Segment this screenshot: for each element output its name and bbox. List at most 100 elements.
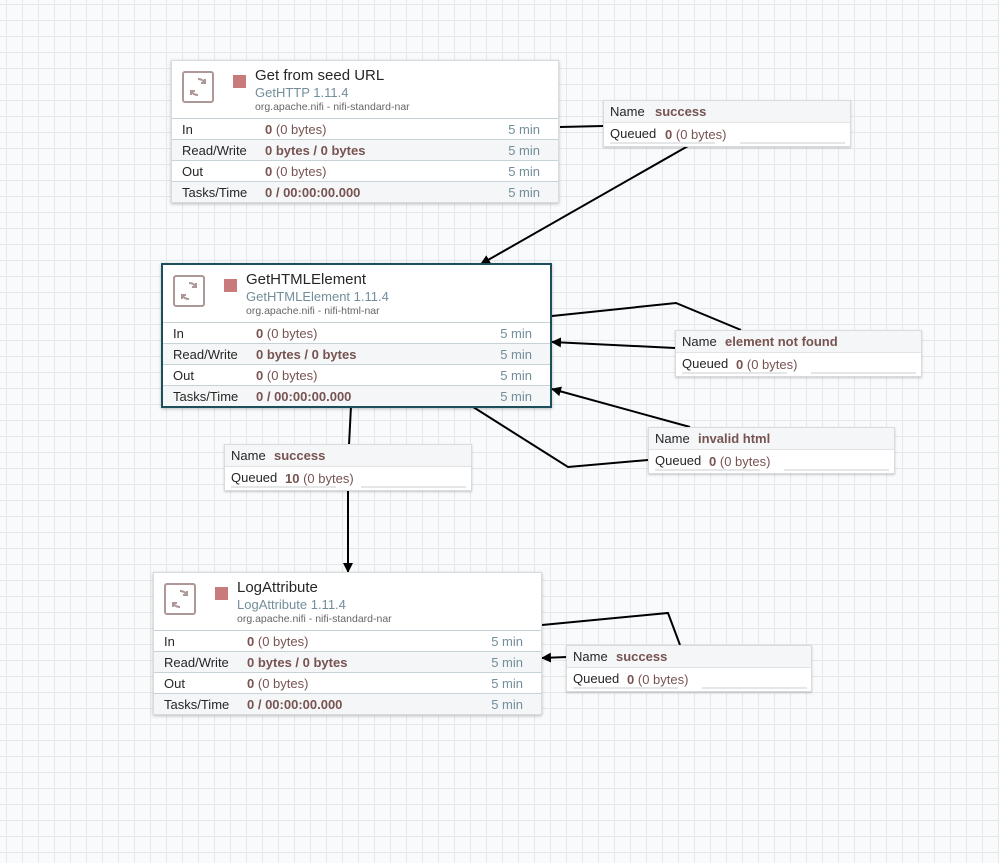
connection-queued-key: Queued [655,453,702,468]
stat-window: 5 min [508,143,540,158]
stat-label: Read/Write [182,143,247,158]
connection-label-element-not-found[interactable]: Name element not found Queued 0 (0 bytes… [675,330,922,377]
stat-label: In [164,634,175,649]
queue-size-bar [361,486,466,488]
connection-line-element-not-found[interactable] [552,301,742,348]
connection-name: element not found [725,334,838,349]
stopped-icon [215,587,228,600]
queue-count-bar [231,486,336,488]
processor-type: GetHTMLElement 1.11.4 [246,289,389,304]
stat-label: Read/Write [164,655,229,670]
connection-name-row: Name success [225,445,471,467]
processor-icon [164,583,196,615]
stopped-icon [233,75,246,88]
processor-icon [173,275,205,307]
stat-row-out: Out 0 (0 bytes) 5 min [154,672,541,693]
stat-window: 5 min [491,634,523,649]
processor-header: LogAttribute LogAttribute 1.11.4 org.apa… [154,573,541,630]
connection-name-key: Name [682,334,717,349]
connection-name-row: Name success [567,646,811,668]
stat-row-tasks-time: Tasks/Time 0 / 00:00:00.000 5 min [154,693,541,714]
connection-queued-value: 10 (0 bytes) [285,471,354,486]
processor-bundle: org.apache.nifi - nifi-standard-nar [237,613,392,625]
processor-gethtmlelement[interactable]: GetHTMLElement GetHTMLElement 1.11.4 org… [161,263,552,408]
stat-row-in: In 0 (0 bytes) 5 min [154,630,541,651]
processor-type: GetHTTP 1.11.4 [255,85,349,100]
stat-row-out: Out 0 (0 bytes) 5 min [163,364,550,385]
processor-get-from-seed-url[interactable]: Get from seed URL GetHTTP 1.11.4 org.apa… [171,60,559,203]
queue-count-bar [655,469,760,471]
stat-window: 5 min [491,697,523,712]
connection-name-row: Name invalid html [649,428,894,450]
connection-queued-row: Queued 0 (0 bytes) [676,353,921,376]
stat-value: 0 bytes / 0 bytes [247,655,348,670]
stat-window: 5 min [508,122,540,137]
connection-queued-row: Queued 0 (0 bytes) [604,123,850,146]
connection-line-invalid-html[interactable] [469,389,691,469]
connection-name-key: Name [655,431,690,446]
processor-name: LogAttribute [237,579,318,596]
connection-queued-value: 0 (0 bytes) [709,454,771,469]
connection-queued-value: 0 (0 bytes) [736,357,798,372]
stat-window: 5 min [491,676,523,691]
stat-label: In [182,122,193,137]
stat-row-tasks-time: Tasks/Time 0 / 00:00:00.000 5 min [172,181,558,202]
connection-line-html-to-log[interactable] [348,405,351,572]
stat-value: 0 (0 bytes) [265,164,327,179]
connection-label-success[interactable]: Name success Queued 0 (0 bytes) [603,100,851,147]
queue-count-bar [610,142,715,144]
stat-window: 5 min [500,389,532,404]
stat-value: 0 (0 bytes) [247,634,309,649]
queue-count-bar [573,687,678,689]
connection-queued-key: Queued [573,671,620,686]
stopped-icon [224,279,237,292]
connection-name-key: Name [573,649,608,664]
stat-row-in: In 0 (0 bytes) 5 min [172,118,558,139]
connection-queued-key: Queued [682,356,729,371]
stat-label: Tasks/Time [164,697,230,712]
stat-label: Tasks/Time [173,389,239,404]
connection-label-invalid-html[interactable]: Name invalid html Queued 0 (0 bytes) [648,427,895,474]
connection-queued-value: 0 (0 bytes) [665,127,727,142]
connection-name: success [655,104,707,119]
connection-name: success [274,448,326,463]
queue-count-bar [682,372,787,374]
connection-name: invalid html [698,431,771,446]
stat-value: 0 / 00:00:00.000 [256,389,352,404]
processor-logattribute[interactable]: LogAttribute LogAttribute 1.11.4 org.apa… [153,572,542,715]
processor-type: LogAttribute 1.11.4 [237,597,346,612]
stat-label: Tasks/Time [182,185,248,200]
connection-name: success [616,649,668,664]
connection-label-success-self[interactable]: Name success Queued 0 (0 bytes) [566,645,812,692]
stat-value: 0 (0 bytes) [256,326,318,341]
queue-size-bar [784,469,889,471]
stat-window: 5 min [508,185,540,200]
stat-value: 0 (0 bytes) [265,122,327,137]
queue-size-bar [702,687,807,689]
stat-row-in: In 0 (0 bytes) 5 min [163,322,550,343]
stat-label: Out [173,368,194,383]
stat-label: Out [182,164,203,179]
stat-label: Read/Write [173,347,238,362]
connection-label-success-queued[interactable]: Name success Queued 10 (0 bytes) [224,444,472,491]
connection-queued-value: 0 (0 bytes) [627,672,689,687]
processor-icon [182,71,214,103]
processor-bundle: org.apache.nifi - nifi-html-nar [246,305,380,317]
stat-window: 5 min [491,655,523,670]
processor-name: GetHTMLElement [246,271,367,288]
connection-line-log-success[interactable] [542,611,681,658]
stat-window: 5 min [500,368,532,383]
connection-name-key: Name [610,104,645,119]
stat-row-read-write: Read/Write 0 bytes / 0 bytes 5 min [163,343,550,364]
connection-queued-key: Queued [610,126,657,141]
stat-value: 0 (0 bytes) [247,676,309,691]
processor-name: Get from seed URL [255,67,385,84]
stat-row-out: Out 0 (0 bytes) 5 min [172,160,558,181]
stat-row-read-write: Read/Write 0 bytes / 0 bytes 5 min [172,139,558,160]
stat-value: 0 / 00:00:00.000 [247,697,343,712]
connection-line-seed-to-html[interactable] [481,125,689,264]
stat-value: 0 bytes / 0 bytes [265,143,366,158]
connection-name-row: Name element not found [676,331,921,353]
